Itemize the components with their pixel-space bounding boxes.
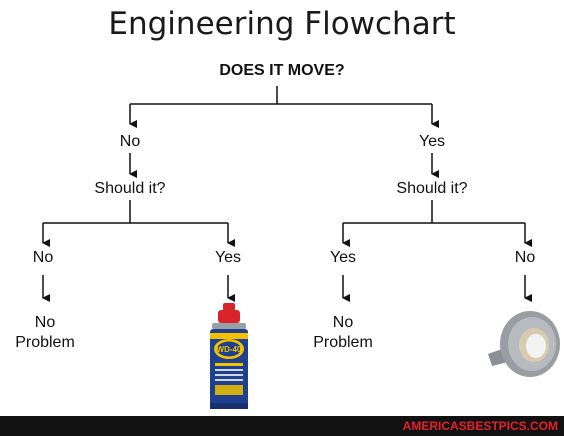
result-line-2: Problem (15, 334, 75, 351)
can-nozzle (223, 303, 235, 311)
can-cap (218, 310, 240, 323)
root-question: DOES IT MOVE? (219, 62, 345, 79)
can-logo-text: WD-40 (217, 345, 242, 354)
left-branch-question: Should it? (94, 180, 166, 197)
tape-hole (526, 334, 546, 358)
wd40-can-image: WD-40 (210, 303, 248, 409)
watermark-text: AMERICASBESTPICS.COM (402, 419, 558, 433)
left-outcome-no-answer: No (32, 249, 54, 266)
right-branch-answer: Yes (418, 133, 446, 150)
right-outcome-no-answer: No (514, 249, 536, 266)
left-outcome-yes-answer: Yes (214, 249, 242, 266)
left-no-problem-result: No Problem (0, 313, 90, 353)
result-line-1: No (34, 314, 56, 331)
footer-bar: AMERICASBESTPICS.COM (0, 416, 564, 436)
diagram-title: Engineering Flowchart (108, 6, 456, 42)
result-line-1: No (332, 314, 354, 331)
right-no-problem-result: No Problem (298, 313, 388, 353)
right-branch-question: Should it? (396, 180, 468, 197)
duct-tape-image (488, 311, 560, 377)
right-outcome-yes-answer: Yes (329, 249, 357, 266)
left-branch-answer: No (119, 133, 141, 150)
result-line-2: Problem (313, 334, 373, 351)
